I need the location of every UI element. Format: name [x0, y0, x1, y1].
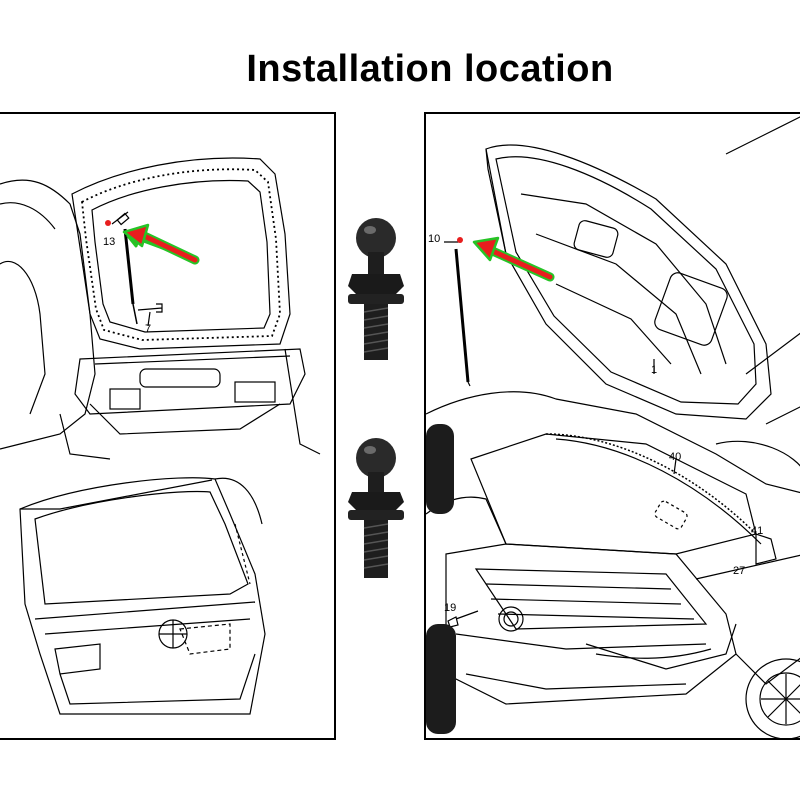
callout-19: 19 [444, 602, 456, 614]
callout-1: 1 [651, 364, 657, 376]
callout-41: 41 [751, 525, 763, 537]
callout-13: 13 [103, 236, 115, 248]
callout-27: 27 [733, 565, 745, 577]
page-title: Installation location [246, 48, 614, 90]
callout-40: 40 [669, 451, 681, 463]
rear-hatch-drawing: 13 7 [0, 157, 321, 715]
rear-hatch-diagram-panel: 13 7 [0, 112, 336, 740]
callout-7: 7 [145, 323, 151, 335]
front-hood-diagram-panel: 10 1 40 41 27 19 [424, 112, 800, 740]
callout-10: 10 [428, 233, 440, 245]
ball-stud-top [348, 218, 404, 360]
front-hood-drawing: 10 1 40 41 27 19 [426, 116, 800, 738]
ball-stud-illustrations [348, 218, 404, 578]
ball-stud-bottom [348, 438, 404, 578]
